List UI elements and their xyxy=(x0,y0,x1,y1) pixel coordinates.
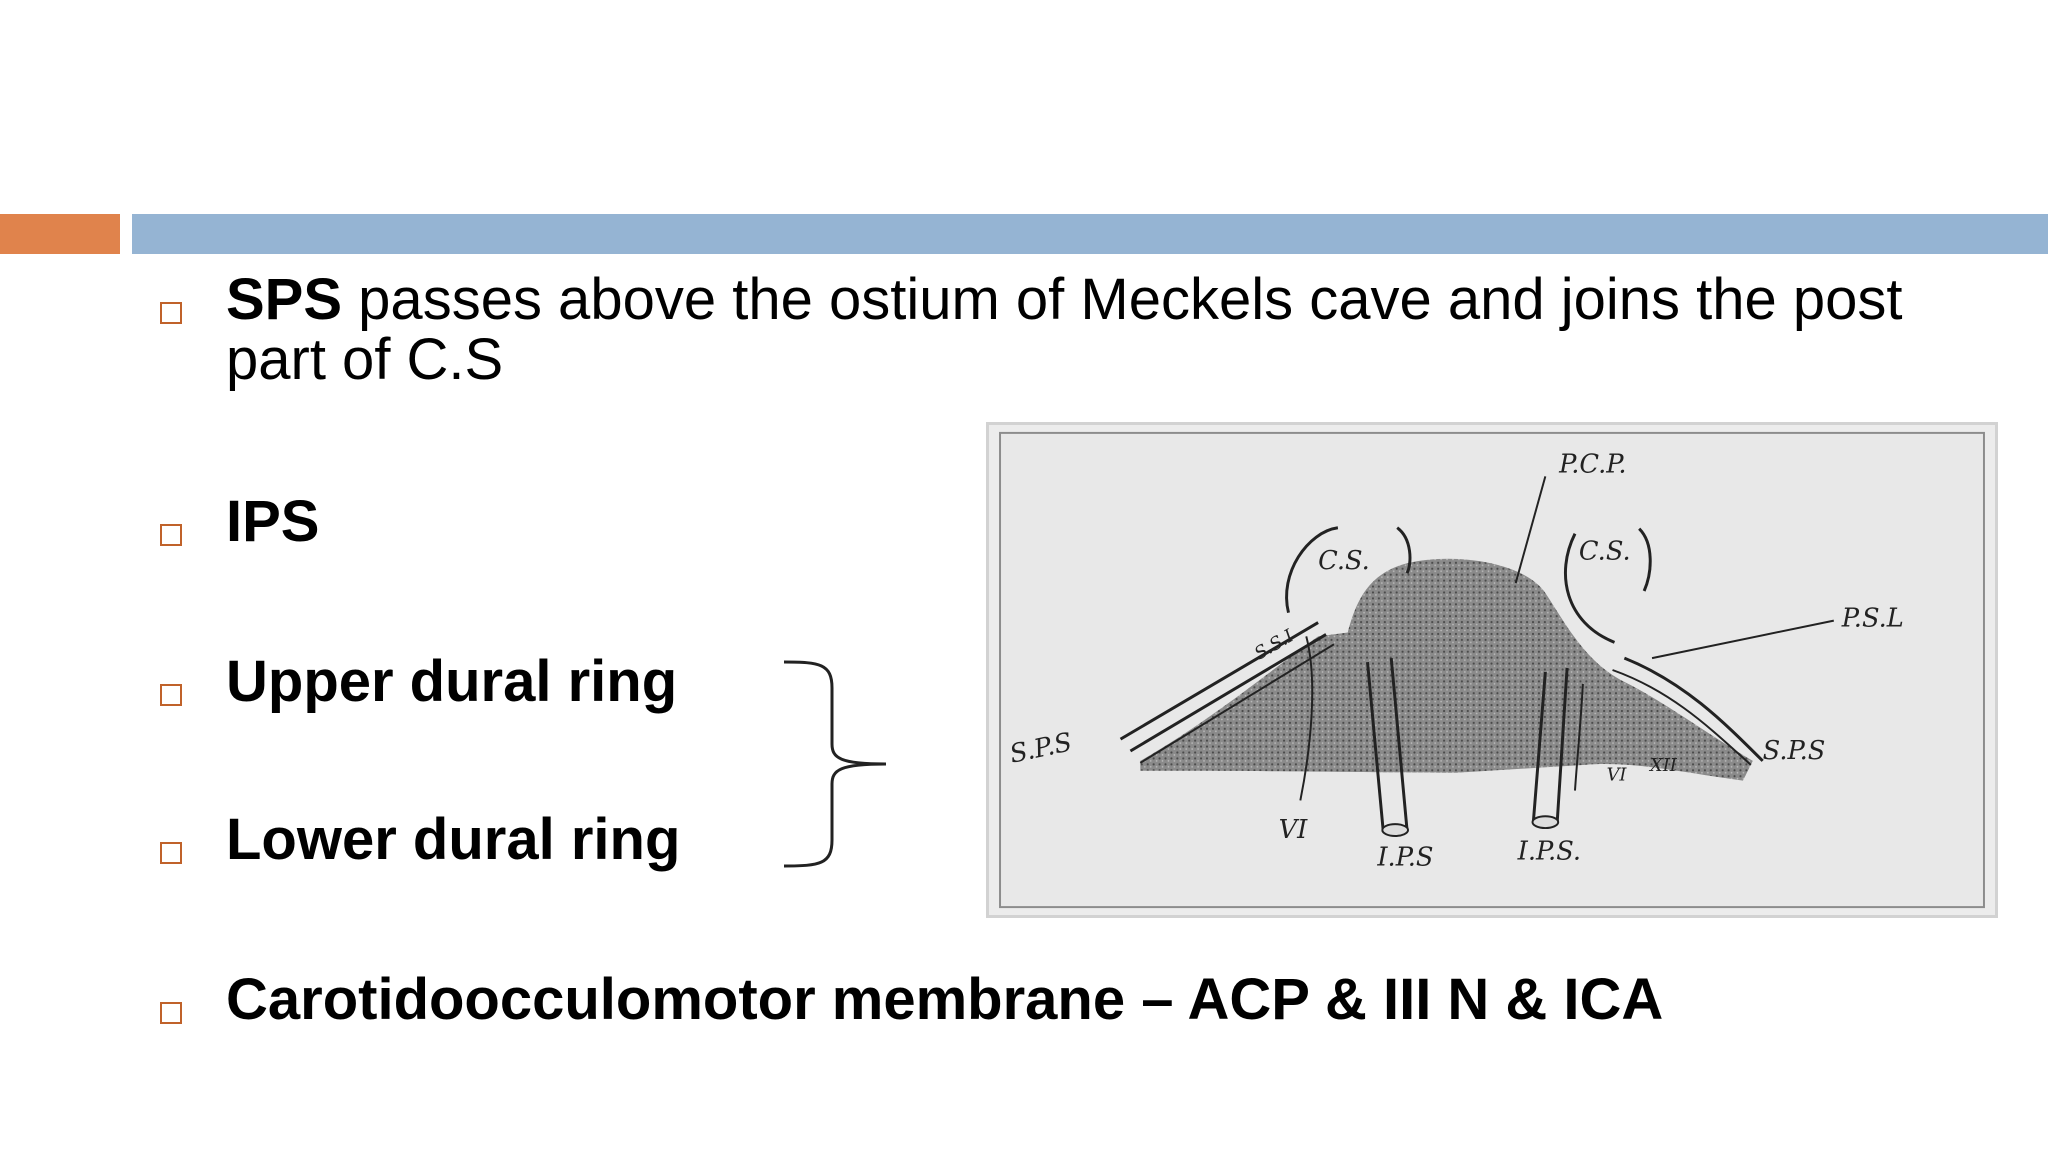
label-ips-left: I.P.S xyxy=(1376,843,1433,873)
bullet-carotidoocculomotor-membrane: Carotidoocculomotor membrane – ACP & III… xyxy=(160,970,1663,1030)
label-vi-left: VI xyxy=(1279,815,1309,845)
bullet-sps: SPS passes above the ostium of Meckels c… xyxy=(160,270,1966,390)
label-vi-right: VI xyxy=(1607,765,1628,786)
cs-right-outline xyxy=(1563,533,1616,644)
bullet-bold: SPS xyxy=(226,267,343,332)
sps-left-line xyxy=(1119,621,1319,741)
bullet-text: Carotidoocculomotor membrane – ACP & III… xyxy=(226,967,1664,1032)
label-sps-right: S.P.S xyxy=(1763,736,1826,766)
title-bar-accent-orange xyxy=(0,214,120,254)
anatomy-sketch: P.C.P. C.S. C.S. P.S.L S.P.S S.P.S S.S.I… xyxy=(999,431,1985,909)
anatomy-sketch-figure: P.C.P. C.S. C.S. P.S.L S.P.S S.P.S S.S.I… xyxy=(986,422,1998,918)
vi-nerve-left xyxy=(1299,636,1314,801)
bullet-rest: passes above the ostium of Meckels cave … xyxy=(226,267,1903,392)
tentorium-mass xyxy=(1140,558,1753,781)
bullet-lower-dural-ring: Lower dural ring xyxy=(160,810,680,870)
label-cs-left: C.S. xyxy=(1318,546,1370,576)
label-psl: P.S.L xyxy=(1841,604,1904,634)
bullet-square-icon xyxy=(160,842,182,864)
bullet-text: IPS xyxy=(226,489,320,554)
cs-left-outline xyxy=(1285,526,1339,614)
sps-right-line xyxy=(1623,656,1764,762)
bullet-square-icon xyxy=(160,302,182,324)
bullet-text: Upper dural ring xyxy=(226,649,678,714)
ips-right-tube xyxy=(1532,667,1569,823)
pcp-leader xyxy=(1514,476,1547,584)
bullet-text: SPS passes above the ostium of Meckels c… xyxy=(226,270,1966,390)
right-curly-brace xyxy=(783,660,887,868)
title-bar-accent-blue xyxy=(132,214,2048,254)
psl-leader xyxy=(1651,619,1835,660)
bullet-upper-dural-ring: Upper dural ring xyxy=(160,652,677,712)
label-xii: XII xyxy=(1648,755,1678,776)
bullet-text: Lower dural ring xyxy=(226,807,681,872)
bullet-square-icon xyxy=(160,684,182,706)
label-pcp: P.C.P. xyxy=(1558,449,1626,479)
bullet-ips: IPS xyxy=(160,492,320,552)
bullet-square-icon xyxy=(160,524,182,546)
ips-left-tube xyxy=(1366,658,1409,833)
label-cs-right: C.S. xyxy=(1579,536,1631,566)
label-ips-right: I.P.S. xyxy=(1517,837,1581,867)
bullet-square-icon xyxy=(160,1002,182,1024)
vi-nerve-right xyxy=(1573,683,1584,791)
